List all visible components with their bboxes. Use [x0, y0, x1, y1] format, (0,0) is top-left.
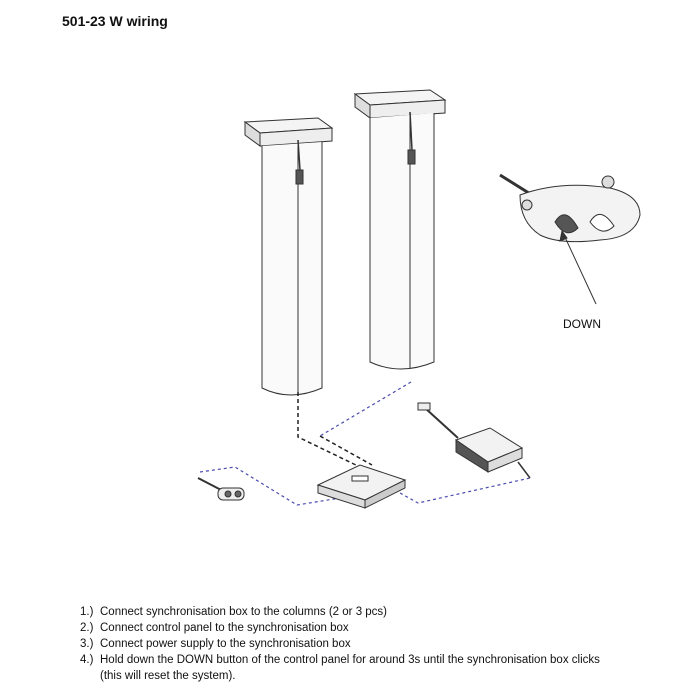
power-supply	[417, 402, 531, 479]
down-arrow	[559, 229, 597, 305]
step-continuation: (this will reset the system).	[100, 670, 236, 682]
step-text: Connect control panel to the synchronisa…	[100, 622, 349, 634]
instruction-step: 3.) Connect power supply to the synchroni…	[80, 636, 600, 652]
step-number: 3.)	[80, 638, 94, 650]
instruction-list: 1.) Connect synchronisation box to the co…	[80, 604, 600, 684]
step-text: Hold down the DOWN button of the control…	[100, 654, 600, 666]
page-title: 501-23 W wiring	[62, 13, 168, 29]
control-panel-closeup	[499, 173, 641, 243]
step-number: 1.)	[80, 606, 94, 618]
down-button-callout-label: DOWN	[563, 317, 601, 331]
column-cables	[297, 392, 373, 468]
step-number: 4.)	[80, 654, 94, 666]
step-text: Connect synchronisation box to the colum…	[100, 606, 388, 618]
signal-cables	[199, 381, 531, 506]
instruction-step: 1.) Connect synchronisation box to the co…	[80, 604, 600, 620]
step-text: Connect power supply to the synchronisat…	[100, 638, 351, 650]
step-number: 2.)	[80, 622, 94, 634]
right-column	[353, 89, 447, 370]
control-panel-small	[197, 477, 245, 501]
synchronisation-box	[316, 464, 407, 509]
left-column	[243, 117, 334, 396]
instruction-step: 4.) Hold down the DOWN button of the cont…	[80, 652, 600, 668]
instruction-step: 2.) Connect control panel to the synchron…	[80, 620, 600, 636]
